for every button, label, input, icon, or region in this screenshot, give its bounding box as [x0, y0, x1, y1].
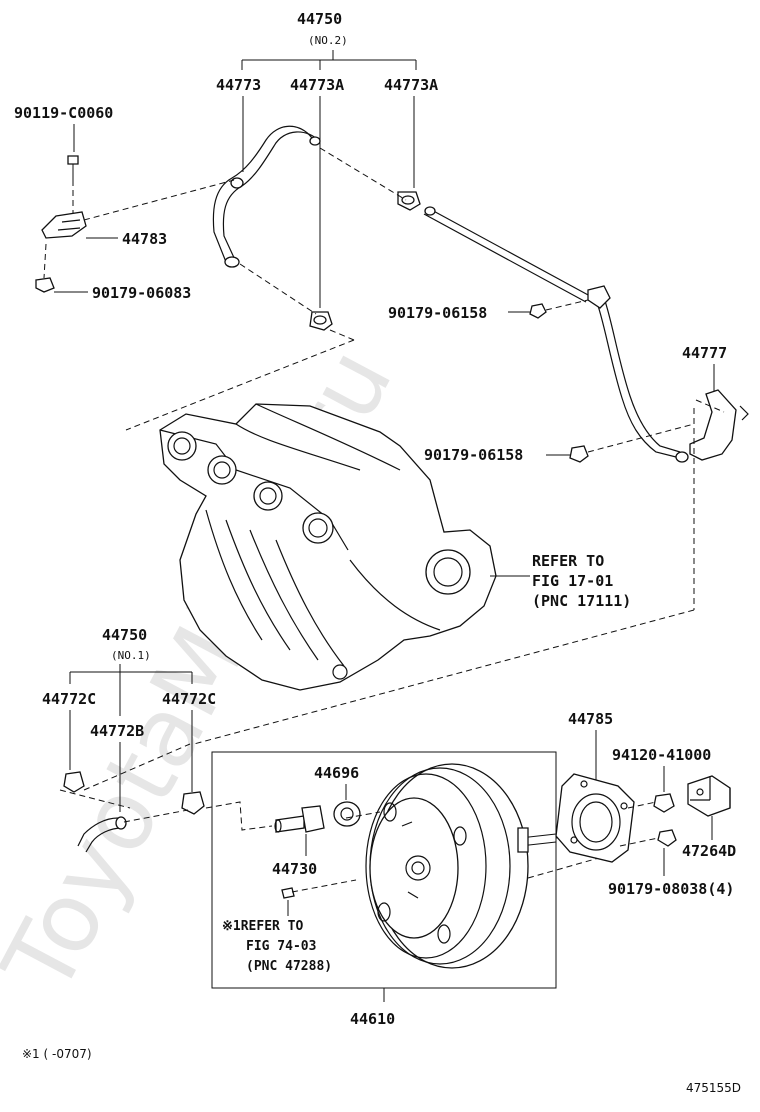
- bracket-icon[interactable]: [687, 775, 731, 817]
- leader-bracket-44750-bottom: [69, 664, 193, 716]
- hose-clamp-icon[interactable]: [181, 791, 205, 815]
- part-number-47264d[interactable]: 47264D: [682, 842, 736, 860]
- part-number-44773a-1[interactable]: 44773A: [290, 76, 344, 94]
- part-number-94120-41000[interactable]: 94120-41000: [612, 746, 711, 764]
- refer-to-74-line-1: ※1REFER TO: [222, 919, 304, 934]
- check-valve-icon[interactable]: [675, 389, 749, 463]
- vacuum-tube-icon[interactable]: [423, 206, 681, 459]
- refer-to-line-3: (PNC 17111): [532, 592, 631, 610]
- part-number-90119-c0060[interactable]: 90119-C0060: [14, 104, 113, 122]
- hose-clamp-icon[interactable]: [309, 311, 333, 331]
- part-number-44696[interactable]: 44696: [314, 764, 359, 782]
- gasket-icon[interactable]: [555, 773, 635, 863]
- vacuum-hose-icon[interactable]: [212, 125, 321, 268]
- brake-booster-icon[interactable]: [365, 763, 557, 969]
- refer-to-74-line-2[interactable]: FIG 74-03: [246, 939, 316, 954]
- part-number-44730[interactable]: 44730: [272, 860, 317, 878]
- footnote: ※1 ( -0707): [22, 1047, 92, 1061]
- bracket-icon[interactable]: [41, 211, 87, 239]
- part-number-44773a-2[interactable]: 44773A: [384, 76, 438, 94]
- part-number-44777[interactable]: 44777: [682, 344, 727, 362]
- part-number-90179-06083[interactable]: 90179-06083: [92, 284, 191, 302]
- refer-to-line-2[interactable]: FIG 17-01: [532, 572, 613, 590]
- hose-clamp-icon[interactable]: [63, 771, 85, 793]
- bolt-icon[interactable]: [67, 155, 79, 180]
- vacuum-hose-icon[interactable]: [77, 816, 127, 853]
- hose-clamp-icon[interactable]: [397, 191, 421, 211]
- part-number-90179-06158-a[interactable]: 90179-06158: [388, 304, 487, 322]
- grommet-icon[interactable]: [333, 801, 361, 827]
- part-number-90179-06158-b[interactable]: 90179-06158: [424, 446, 523, 464]
- nut-icon[interactable]: [653, 793, 675, 813]
- label-no1: (NO.1): [111, 649, 151, 662]
- nut-icon[interactable]: [529, 303, 547, 319]
- part-number-44772c-1[interactable]: 44772C: [42, 690, 96, 708]
- nut-icon[interactable]: [657, 829, 677, 847]
- clip-icon[interactable]: [281, 887, 295, 899]
- intake-manifold-icon: [159, 403, 497, 691]
- nut-icon[interactable]: [569, 445, 589, 463]
- part-number-44750-top[interactable]: 44750: [297, 10, 342, 28]
- part-number-44750-bottom[interactable]: 44750: [102, 626, 147, 644]
- leader-bracket-44750-top: [241, 50, 417, 70]
- nut-icon[interactable]: [35, 277, 55, 293]
- refer-to-74-line-3: (PNC 47288): [246, 959, 332, 974]
- part-number-44773[interactable]: 44773: [216, 76, 261, 94]
- part-number-44772c-2[interactable]: 44772C: [162, 690, 216, 708]
- label-no2: (NO.2): [308, 34, 348, 47]
- part-number-90179-08038[interactable]: 90179-08038(4): [608, 880, 734, 898]
- figure-code: 475155D: [686, 1081, 741, 1095]
- part-number-44610[interactable]: 44610: [350, 1010, 395, 1028]
- check-valve-icon[interactable]: [274, 805, 325, 833]
- part-number-44772b[interactable]: 44772B: [90, 722, 144, 740]
- refer-to-line-1: REFER TO: [532, 552, 604, 570]
- part-number-44783[interactable]: 44783: [122, 230, 167, 248]
- part-number-44785[interactable]: 44785: [568, 710, 613, 728]
